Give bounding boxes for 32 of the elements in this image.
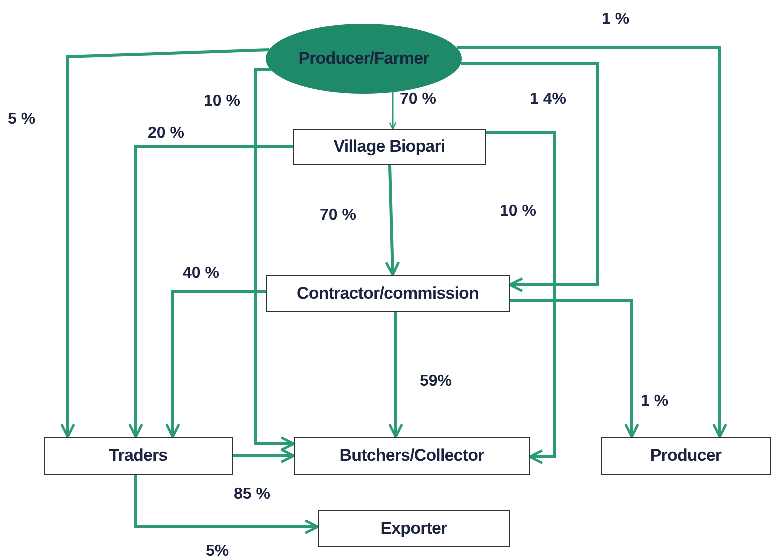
edge-label: 1 4% [530, 90, 566, 110]
process-box: Producer [601, 437, 771, 475]
arrow [385, 164, 400, 276]
actor-ellipse: Producer/Farmer [266, 24, 462, 94]
arrow [388, 312, 404, 438]
arrow [486, 132, 556, 464]
edge-label: 10 % [500, 202, 536, 222]
arrow [510, 300, 640, 438]
edge-label: 59% [420, 372, 452, 392]
process-box: Contractor/commission [266, 275, 510, 312]
process-box: Traders [44, 437, 233, 475]
edge-label: 70 % [320, 206, 356, 226]
arrow [134, 475, 320, 534]
arrow [457, 46, 728, 438]
process-box: Butchers/Collector [294, 437, 530, 475]
process-box: Village Biopari [293, 129, 486, 165]
edge-label: 5 % [8, 110, 36, 130]
edge-label: 1 % [602, 10, 630, 30]
arrow [128, 146, 293, 438]
arrow [233, 448, 296, 464]
arrow [60, 48, 270, 438]
arrow [461, 62, 600, 292]
edge-label: 1 % [641, 392, 669, 412]
process-box: Exporter [318, 510, 510, 547]
edge-label: 20 % [148, 124, 184, 144]
edge-label: 40 % [183, 264, 220, 284]
edge-label: 85 % [234, 485, 270, 505]
edge-label: 10 % [204, 92, 240, 112]
arrow [389, 92, 397, 130]
arrow [254, 68, 296, 452]
arrow [166, 290, 266, 438]
edge-label: 5% [206, 542, 230, 559]
